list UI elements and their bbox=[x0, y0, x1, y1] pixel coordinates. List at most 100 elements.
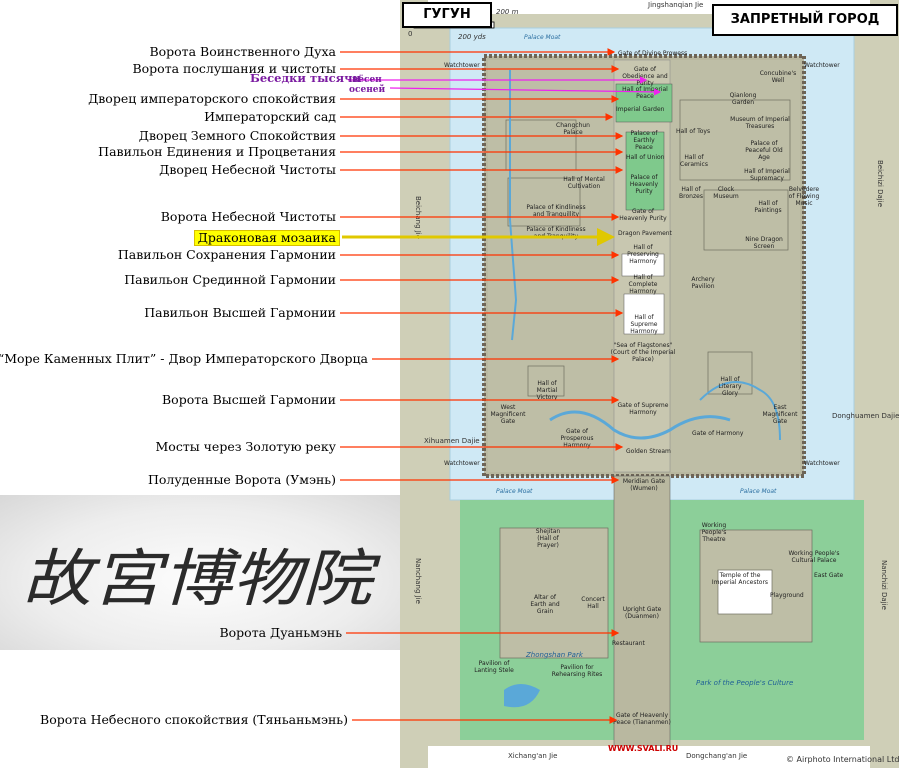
label-gate-supreme: Ворота Высшей Гармонии bbox=[161, 392, 336, 407]
label-gate-heavenly-purity: Ворота Небесной Чистоты bbox=[160, 209, 336, 224]
label-palace-kindliness: Palace of Kindliness and Tranquillity bbox=[526, 204, 586, 218]
inner-court-green bbox=[625, 131, 665, 211]
label-gate-prosperous: Gate of Prosperous Harmony bbox=[560, 428, 594, 449]
label-hall-supreme: Павильон Высшей Гармонии bbox=[144, 305, 336, 320]
road-xihuamen: Xihuamen Dajie bbox=[424, 437, 480, 445]
label-working-palace: Working People's Cultural Palace bbox=[788, 550, 840, 564]
source-url: WWW.SVALI.RU bbox=[608, 744, 679, 753]
label-palace-kindliness2: Palace of Kindliness and Tranquility bbox=[526, 226, 586, 240]
road-donghuamen: Donghuamen Dajie bbox=[832, 412, 899, 420]
label-palace-moat-se: Palace Moat bbox=[740, 488, 777, 495]
label-palace-earthly-peace: Дворец Земного Спокойствия bbox=[138, 128, 336, 143]
label-hall-toys: Hall of Toys bbox=[676, 128, 711, 135]
label-palace-earthly: Palace of Earthly Peace bbox=[630, 130, 658, 151]
scale-label-zero: 0 bbox=[408, 30, 413, 38]
label-hall-complete-map: Hall of Complete Harmony bbox=[628, 274, 658, 295]
scale-label-m: 200 m bbox=[496, 8, 519, 16]
road-nanchizi: Nanchizi Dajie bbox=[880, 560, 888, 610]
road-xichangan: Xichang'an Jie bbox=[508, 752, 558, 760]
hall-preserving-bldg bbox=[621, 253, 665, 277]
inner-stream-west bbox=[509, 70, 518, 341]
label-hall-preserving: Павильон Сохранения Гармонии bbox=[117, 247, 336, 262]
map-title-full: ЗАПРЕТНЫЙ ГОРОД bbox=[712, 4, 898, 36]
label-watchtower-se: Watchtower bbox=[804, 460, 840, 467]
label-watchtower-sw: Watchtower bbox=[444, 460, 480, 467]
forbidden-city-map: ГУГУН ЗАПРЕТНЫЙ ГОРОД 200 m 200 yds 0 Ji… bbox=[400, 0, 899, 768]
bottom-road-strip bbox=[400, 746, 899, 768]
label-hall-paintings: Hall of Paintings bbox=[754, 200, 782, 214]
shejitan-compound bbox=[499, 527, 609, 659]
label-gate-obedience-map: Gate of Obedience and Purity bbox=[622, 66, 668, 87]
label-altar-earth: Altar of Earth and Grain bbox=[530, 594, 560, 615]
eastern-palaces bbox=[679, 99, 791, 181]
label-pavilion-rites: Pavilion for Rehearsing Rites bbox=[551, 664, 603, 678]
label-palace-heavenly: Palace of Heavenly Purity bbox=[629, 174, 659, 195]
label-sea-of-flagstones: “Море Каменных Плит” - Двор Императорско… bbox=[0, 351, 368, 366]
road-jingshanqian: Jingshanqian Jie bbox=[648, 1, 704, 9]
label-hall-peace-map: Hall of Imperial Peace bbox=[622, 86, 668, 100]
label-east-gate2: East Gate bbox=[814, 572, 844, 579]
label-playground: Playground bbox=[770, 592, 804, 599]
label-tiananmen: Ворота Небесного спокойствия (Тяньаньмэн… bbox=[40, 712, 348, 727]
label-hall-supreme-map: Hall of Supreme Harmony bbox=[630, 314, 658, 335]
label-gate-heavenly-purity-map: Gate of Heavenly Purity bbox=[619, 208, 667, 222]
label-dragon-mosaic: Драконовая мозаика bbox=[193, 230, 340, 246]
label-concubines-well: Concubine's Well bbox=[759, 70, 797, 84]
label-meridian-gate-map: Meridian Gate (Wumen) bbox=[622, 478, 666, 492]
label-museum-treasures: Museum of Imperial Treasures bbox=[730, 116, 790, 130]
golden-stream-river bbox=[549, 410, 731, 440]
label-golden-stream-bridges: Мосты через Золотую реку bbox=[155, 439, 337, 454]
label-palace-peaceful-old: Palace of Peaceful Old Age bbox=[745, 140, 783, 161]
label-watchtower-nw: Watchtower bbox=[444, 62, 480, 69]
label-hall-imperial-supremacy: Hall of Imperial Supremacy bbox=[744, 168, 790, 182]
map-drawing bbox=[400, 0, 899, 768]
label-gate-supreme-map: Gate of Supreme Harmony bbox=[617, 402, 669, 416]
label-imperial-garden-map: Imperial Garden bbox=[616, 106, 665, 113]
label-zhongshan: Zhongshan Park bbox=[526, 651, 583, 659]
label-golden-stream: Golden Stream bbox=[626, 448, 671, 455]
label-palace-imperial-peace: Дворец императорского спокойствия bbox=[88, 91, 336, 106]
label-east-gate: East Magnificent Gate bbox=[762, 404, 798, 425]
label-dragon-pavement: Dragon Pavement bbox=[618, 230, 672, 237]
label-pavilions-vesen: вёсен bbox=[352, 75, 382, 85]
label-hall-bronzes: Hall of Bronzes bbox=[679, 186, 703, 200]
label-temple-ancestors: Temple of the Imperial Ancestors bbox=[711, 572, 769, 586]
inner-stream-east bbox=[699, 381, 781, 441]
label-clock-museum: Clock Museum bbox=[713, 186, 739, 200]
calligraphy-art: 故宮博物院 bbox=[22, 542, 381, 615]
label-upright-gate: Upright Gate (Duanmen) bbox=[622, 606, 662, 620]
literary-glory-bldg bbox=[707, 351, 753, 395]
label-belvedere: Belvedere of Flowing Music bbox=[788, 186, 820, 207]
label-gate-harmony: Gate of Harmony bbox=[692, 430, 744, 437]
label-watchtower-ne: Watchtower bbox=[804, 62, 840, 69]
copyright-text: © Airphoto International Ltd. bbox=[786, 755, 899, 764]
map-title-short: ГУГУН bbox=[402, 2, 492, 28]
label-palace-heavenly-purity: Дворец Небесной Чистоты bbox=[159, 162, 336, 177]
road-beichang: Beichang Jie bbox=[414, 196, 422, 240]
calligraphy-banner: 故宮博物院 bbox=[0, 495, 400, 650]
label-nine-dragon: Nine Dragon Screen bbox=[745, 236, 783, 250]
label-hall-union-map: Hall of Union bbox=[626, 154, 665, 161]
label-pavilions-osenei: осеней bbox=[349, 85, 386, 95]
legend-panel: 故宮博物院 Ворота Воинственного Духа Ворота п… bbox=[0, 0, 400, 768]
label-qianlong: Qianlong Garden bbox=[729, 92, 757, 106]
kindliness-palace bbox=[507, 177, 581, 227]
label-changchun: Changchun Palace bbox=[556, 122, 590, 136]
label-gate-divine: Gate of Divine Prowess bbox=[618, 50, 688, 57]
label-sea-of-flagstones-map: "Sea of Flagstones" (Court of the Imperi… bbox=[610, 342, 676, 363]
south-axis bbox=[613, 475, 671, 747]
label-hall-preserving-map: Hall of Preserving Harmony bbox=[627, 244, 659, 265]
park-pond bbox=[504, 684, 540, 708]
label-hall-martial: Hall of Martial Victory bbox=[536, 380, 558, 401]
label-pavilion-lanting: Pavilion of Lanting Stele bbox=[474, 660, 514, 674]
west-road-strip bbox=[400, 0, 428, 768]
road-beichizi: Beichizi Dajie bbox=[876, 160, 884, 208]
label-palace-moat-n: Palace Moat bbox=[524, 34, 561, 41]
ancestors-temple bbox=[717, 569, 773, 615]
road-dongchangan: Dongchang'an Jie bbox=[686, 752, 748, 760]
label-imperial-garden: Императорский сад bbox=[204, 109, 336, 124]
peaceful-old-age bbox=[703, 189, 789, 251]
calligraphy-text: 故宮博物院 bbox=[22, 542, 381, 615]
label-gate-divine-prowess: Ворота Воинственного Духа bbox=[149, 44, 336, 59]
label-working-theatre: Working People's Theatre bbox=[701, 522, 727, 543]
